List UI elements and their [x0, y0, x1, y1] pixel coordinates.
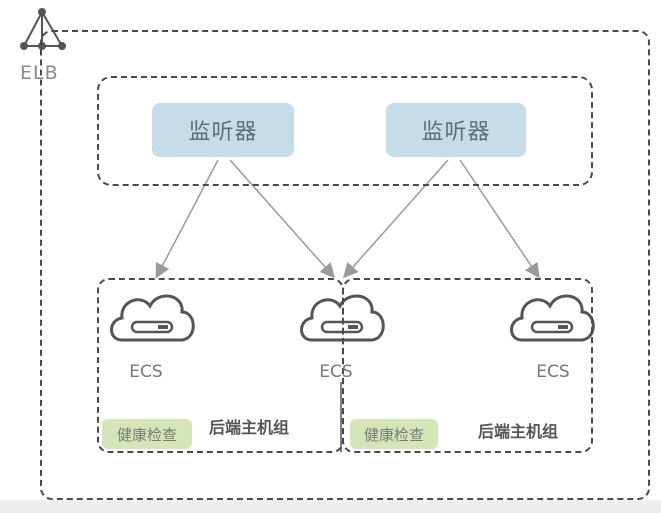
health-check-2[interactable]: 健康检查: [350, 419, 438, 449]
load-balancer-icon: [20, 8, 66, 50]
arrow-l2-ecs3: [459, 159, 540, 279]
backend-group-2: [342, 278, 593, 453]
arrow-l2-ecs2: [343, 159, 449, 279]
cloud-server-icon: [110, 294, 195, 342]
listener-group: [97, 76, 593, 186]
listener-1[interactable]: 监听器: [152, 103, 294, 157]
ecs-label-1: ECS: [129, 362, 163, 382]
listener-2[interactable]: 监听器: [386, 103, 526, 157]
ecs-label-2: ECS: [319, 362, 353, 382]
backend-group-label-1: 后端主机组: [209, 418, 290, 437]
health-check-1[interactable]: 健康检查: [102, 419, 192, 449]
backend-group-label-2: 后端主机组: [478, 422, 559, 441]
elb-label: ELB: [20, 62, 59, 84]
bottom-strip: [0, 500, 661, 513]
arrow-l1-ecs2: [229, 159, 335, 279]
arrow-l1-ecs1: [155, 159, 219, 279]
elb-boundary: [40, 30, 650, 500]
ecs-label-3: ECS: [536, 362, 570, 382]
